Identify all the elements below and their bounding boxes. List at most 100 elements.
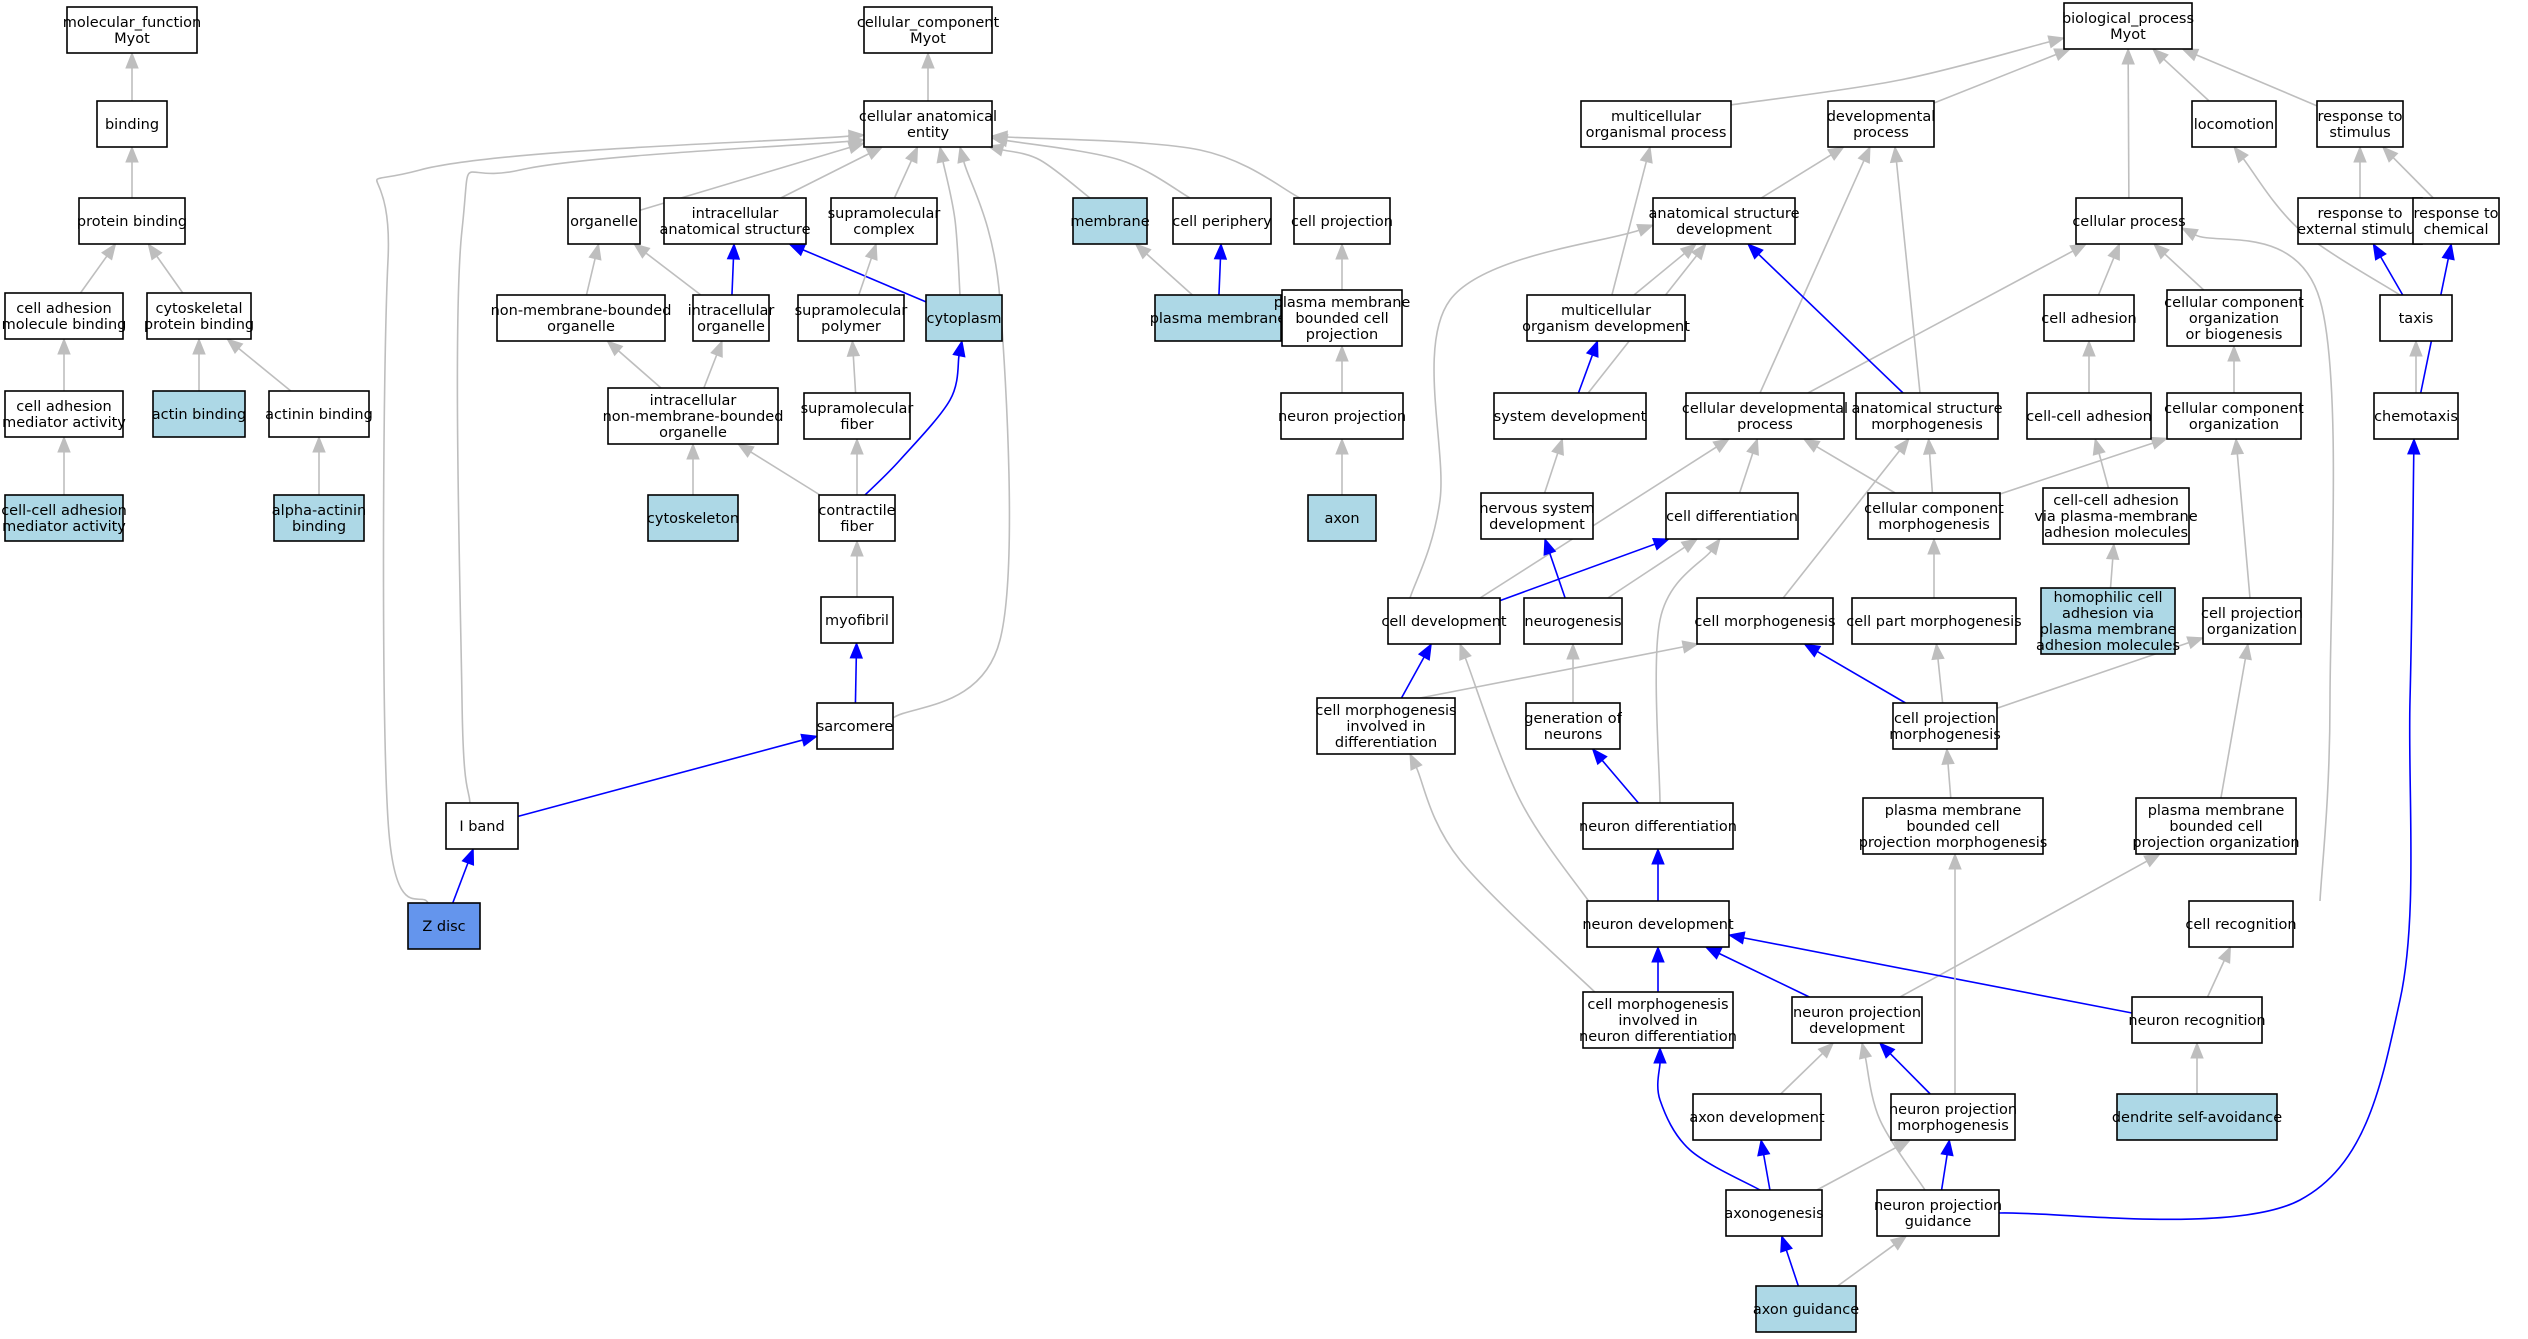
go-term-node-axon-dev[interactable]: axon development xyxy=(1689,1093,1825,1141)
arrow-head-icon xyxy=(1827,146,1845,161)
edge-supramol_complex-to-cae xyxy=(893,145,919,199)
arrow-head-icon xyxy=(1893,437,1910,456)
arrow-head-icon xyxy=(57,337,71,355)
go-term-node-cc-adhesion[interactable]: cell-cell adhesion xyxy=(2026,392,2152,440)
go-term-node-cell-recognition[interactable]: cell recognition xyxy=(2185,900,2297,948)
node-label-line: cell morphogenesis xyxy=(1694,614,1835,630)
go-term-node-z-disc[interactable]: Z disc xyxy=(407,902,481,950)
go-term-node-cytoplasm[interactable]: cytoplasm xyxy=(925,294,1003,342)
go-term-node-chemotaxis[interactable]: chemotaxis xyxy=(2373,392,2459,440)
go-term-node-plasma-membrane[interactable]: plasma membrane xyxy=(1150,294,1287,342)
go-term-node-neuron-dev[interactable]: neuron development xyxy=(1582,900,1734,948)
go-term-node-dendrite-self-avoid[interactable]: dendrite self-avoidance xyxy=(2112,1093,2282,1141)
arrow-head-icon xyxy=(1459,642,1472,661)
go-term-node-organelle[interactable]: organelle xyxy=(567,197,641,245)
node-label-line: adhesion via xyxy=(2062,606,2154,622)
go-term-node-cell-adhesion[interactable]: cell adhesion xyxy=(2041,294,2137,342)
node-box xyxy=(567,197,641,245)
go-term-node-neuron-recognition[interactable]: neuron recognition xyxy=(2128,996,2266,1044)
go-term-node-protein-binding[interactable]: protein binding xyxy=(77,197,187,245)
go-term-node-neurogenesis[interactable]: neurogenesis xyxy=(1523,597,1623,645)
go-term-node-cellular-process[interactable]: cellular process xyxy=(2072,197,2186,245)
go-term-node-system-dev[interactable]: system development xyxy=(1493,392,1647,440)
go-term-node-actinin-binding[interactable]: actinin binding xyxy=(265,390,373,438)
arrow-head-icon xyxy=(2186,636,2205,650)
go-term-node-myofibril[interactable]: myofibril xyxy=(820,596,894,644)
go-term-node-axon-guidance[interactable]: axon guidance xyxy=(1753,1285,1859,1333)
edge-line xyxy=(1864,1057,1926,1191)
arrow-head-icon xyxy=(1651,847,1665,865)
node-label-line: cytoskeletal xyxy=(155,301,242,317)
go-term-node-taxis[interactable]: taxis xyxy=(2379,294,2453,342)
node-label-line: dendrite self-avoidance xyxy=(2112,1110,2282,1126)
go-term-node-cell-projection[interactable]: cell projection xyxy=(1291,197,1393,245)
node-box xyxy=(1580,100,1732,148)
go-term-node-cell-periphery[interactable]: cell periphery xyxy=(1172,197,1272,245)
go-term-node-cell-part-morph[interactable]: cell part morphogenesis xyxy=(1846,597,2022,645)
go-term-node-binding[interactable]: binding xyxy=(96,100,168,148)
arrow-head-icon xyxy=(864,242,878,261)
node-label-line: molecular_function xyxy=(63,15,201,31)
go-term-node-neuron-projection-cc[interactable]: neuron projection xyxy=(1278,392,1406,440)
node-label-line: protein binding xyxy=(77,214,187,230)
go-term-node-cytoskeleton[interactable]: cytoskeleton xyxy=(647,494,739,542)
go-term-node-locomotion[interactable]: locomotion xyxy=(2191,100,2277,148)
node-box xyxy=(797,294,905,342)
go-term-node-sarcomere[interactable]: sarcomere xyxy=(816,702,894,750)
go-term-node-cell-morphogenesis[interactable]: cell morphogenesis xyxy=(1694,597,1836,645)
node-label-line: plasma membrane xyxy=(2148,803,2285,819)
go-term-node-membrane[interactable]: membrane xyxy=(1070,197,1150,245)
go-term-node-i-band[interactable]: I band xyxy=(445,802,519,850)
go-term-node-cell-diff[interactable]: cell differentiation xyxy=(1665,492,1799,540)
edge-axon_guidance-to-np_guidance xyxy=(1837,1235,1908,1287)
go-term-node-cell-dev[interactable]: cell development xyxy=(1381,597,1507,645)
go-term-node-axon[interactable]: axon xyxy=(1307,494,1377,542)
go-term-node-neuron-diff[interactable]: neuron differentiation xyxy=(1579,802,1737,850)
go-term-node-intracell-nonmem-organelle[interactable]: intracellularnon-membrane-boundedorganel… xyxy=(603,387,784,445)
go-term-node-actin-binding[interactable]: actin binding xyxy=(152,390,246,438)
go-term-node-axonogenesis[interactable]: axonogenesis xyxy=(1724,1189,1824,1237)
